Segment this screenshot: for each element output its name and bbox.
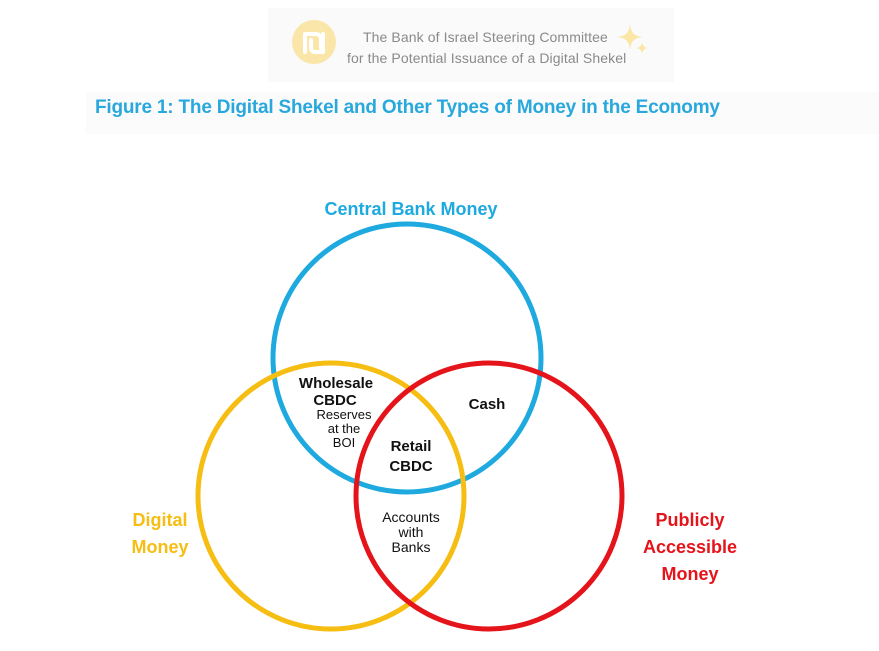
retail-cbdc-label: Retail CBDC	[389, 437, 432, 477]
committee-name-line-1: The Bank of Israel Steering Committee	[363, 29, 608, 45]
central-bank-money-text: Central Bank Money	[324, 199, 498, 219]
reserves-line-1: Reserves	[316, 407, 372, 422]
wholesale-cbdc-line-2: CBDC	[313, 392, 357, 409]
central-bank-money-circle	[270, 221, 544, 495]
central-bank-money-label: Central Bank Money	[324, 196, 497, 223]
shekel-logo-icon	[292, 20, 336, 64]
accounts-with-banks-label: Accounts with Banks	[382, 510, 440, 555]
accounts-line-3: Banks	[391, 539, 431, 555]
publicly-accessible-money-line-3: Money	[661, 564, 719, 584]
figure-title-band	[86, 92, 879, 134]
digital-money-line-2: Money	[131, 537, 189, 557]
accounts-line-1: Accounts	[382, 509, 440, 525]
wholesale-cbdc-line-1: Wholesale	[298, 375, 374, 392]
reserves-line-3: BOI	[332, 435, 356, 450]
digital-money-label: Digital Money	[131, 507, 188, 561]
cash-text: Cash	[468, 396, 506, 413]
retail-cbdc-line-2: CBDC	[389, 458, 433, 475]
accounts-line-2: with	[398, 524, 424, 540]
cash-label: Cash	[469, 396, 506, 413]
publicly-accessible-money-label: Publicly Accessible Money	[643, 507, 737, 588]
reserves-at-boi-label: Reserves at the BOI	[317, 408, 372, 450]
publicly-accessible-money-line-1: Publicly	[655, 510, 725, 530]
sparkle-icon	[617, 24, 648, 54]
digital-money-line-1: Digital	[132, 510, 188, 530]
reserves-line-2: at the	[327, 421, 361, 436]
figure-title: Figure 1: The Digital Shekel and Other T…	[95, 97, 720, 118]
retail-cbdc-line-1: Retail	[390, 438, 432, 455]
digital-money-circle	[195, 360, 467, 632]
publicly-accessible-money-line-2: Accessible	[642, 537, 738, 557]
publicly-accessible-money-circle	[353, 360, 625, 632]
committee-name-line-2: for the Potential Issuance of a Digital …	[347, 50, 627, 66]
wholesale-cbdc-label: Wholesale CBDC	[299, 375, 373, 409]
